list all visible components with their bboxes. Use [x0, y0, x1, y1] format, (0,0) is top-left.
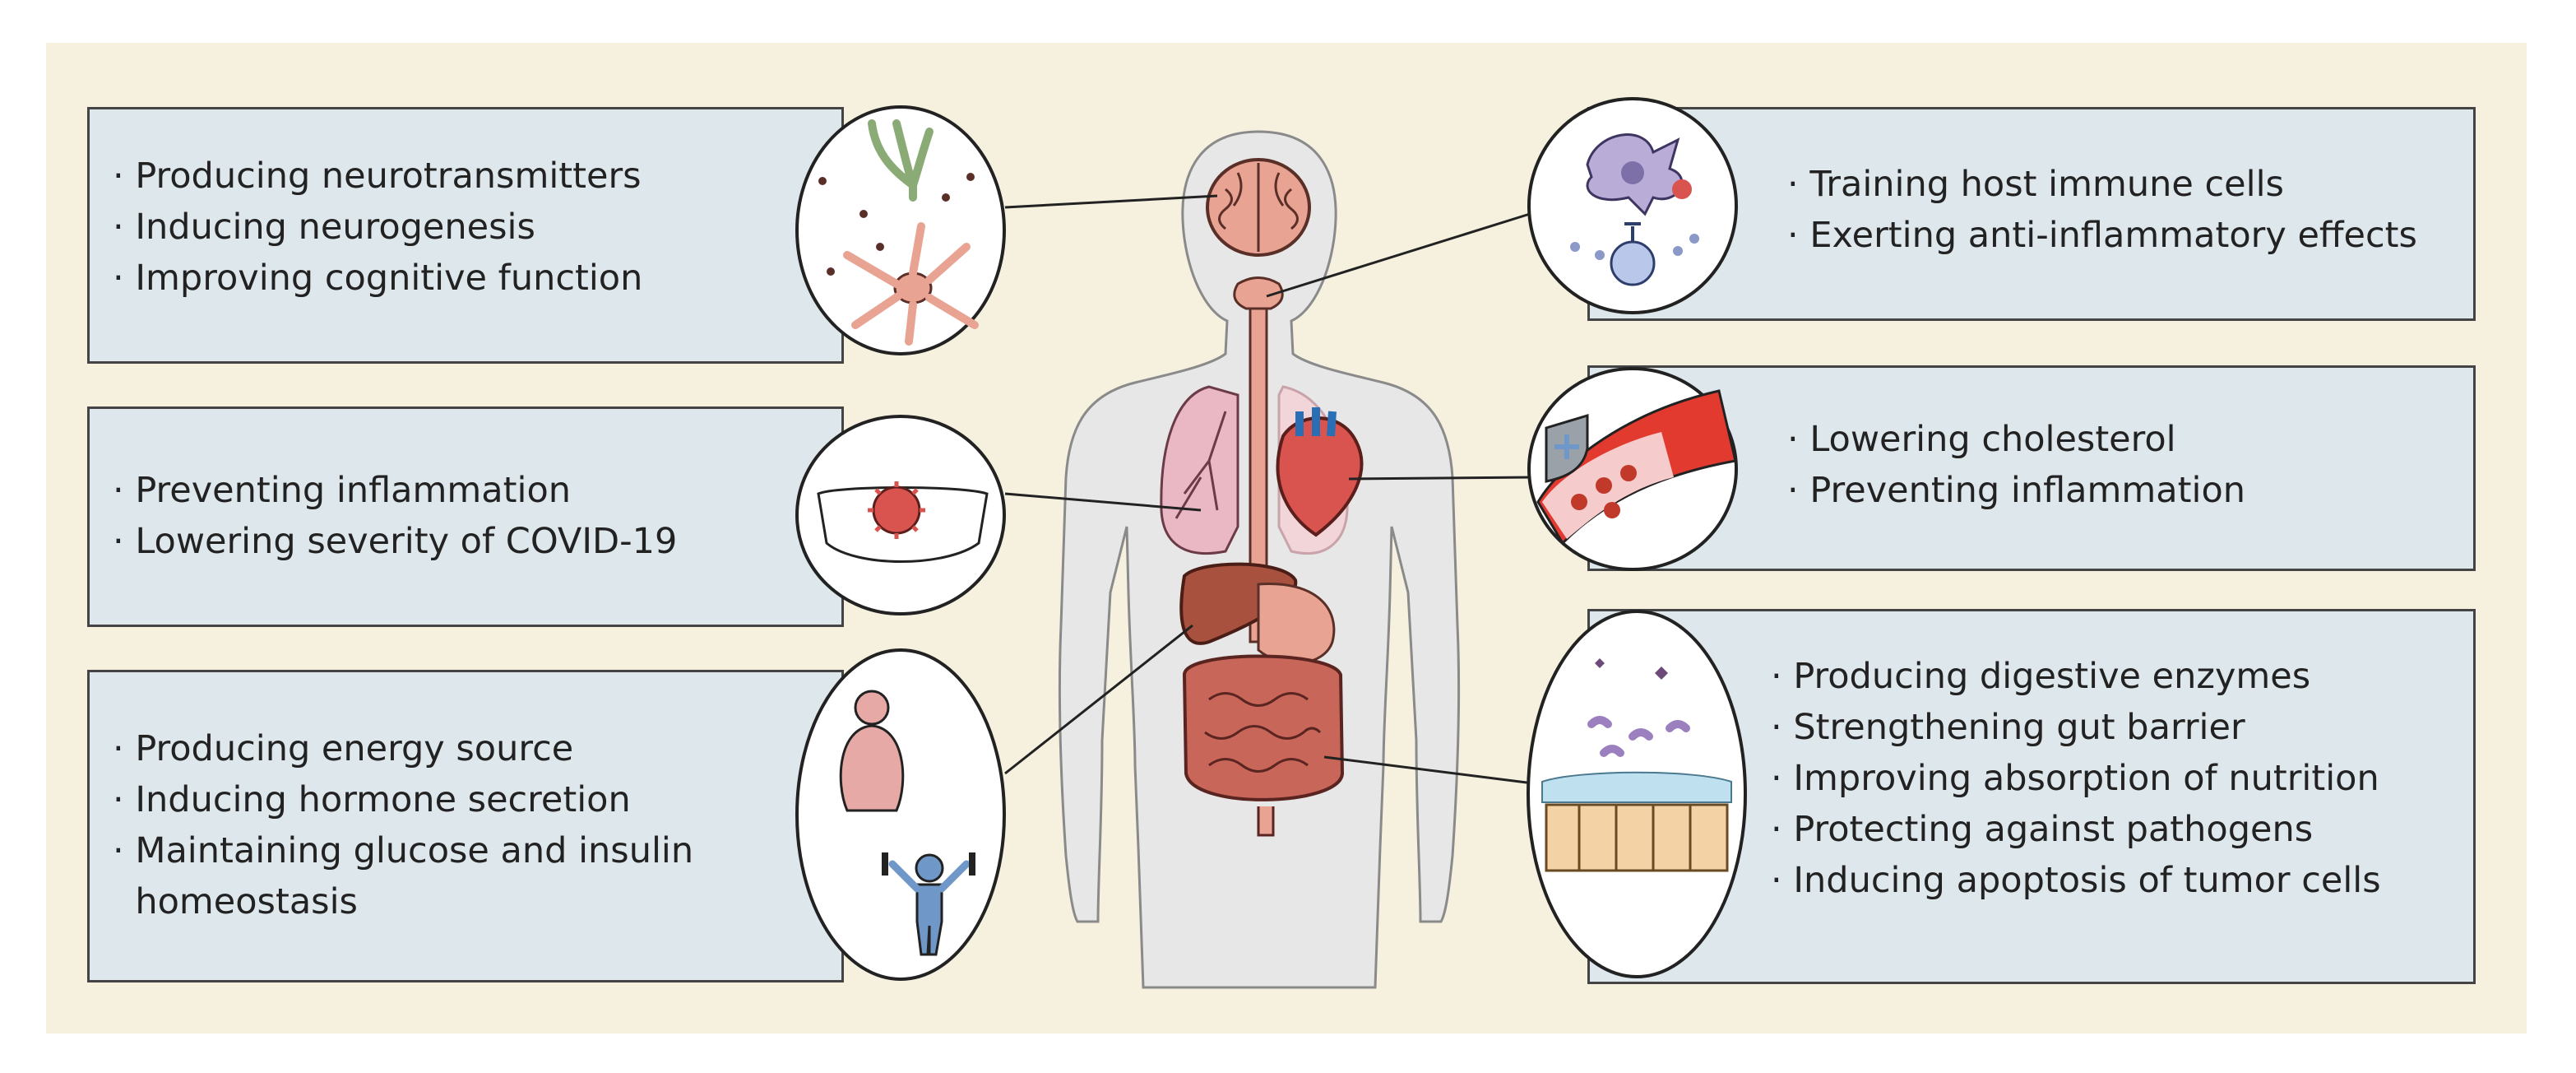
- list-item: Preventing inflammation: [113, 465, 677, 516]
- body-weight-illustration: [795, 648, 1006, 981]
- list-item: Improving cognitive function: [113, 253, 642, 304]
- brain-benefits-list: Producing neurotransmitters Inducing neu…: [113, 151, 642, 304]
- list-item: Lowering severity of COVID-19: [113, 516, 677, 567]
- brain-connector: [1004, 194, 1218, 209]
- list-item: Protecting against pathogens: [1771, 804, 2381, 855]
- brain-benefits-box: Producing neurotransmitters Inducing neu…: [87, 107, 844, 364]
- immune-benefits-list: Training host immune cells Exerting anti…: [1787, 159, 2417, 261]
- metabolism-benefits-list: Producing energy source Inducing hormone…: [113, 723, 693, 927]
- intestine-benefits-list: Producing digestive enzymes Strengthenin…: [1771, 651, 2381, 906]
- intestine-connector: [1323, 755, 1534, 785]
- list-item: Producing energy source: [113, 723, 693, 774]
- immune-cell-illustration: [1527, 97, 1738, 314]
- heart-benefits-list: Lowering cholesterol Preventing inflamma…: [1787, 414, 2245, 516]
- mask-virus-illustration: [795, 415, 1006, 615]
- list-item: Improving absorption of nutrition: [1771, 753, 2381, 804]
- list-item: Inducing neurogenesis: [113, 202, 642, 253]
- list-item: Producing neurotransmitters: [113, 151, 642, 202]
- list-item: Lowering cholesterol: [1787, 414, 2245, 465]
- blood-vessel-illustration: [1527, 367, 1738, 571]
- list-item: Inducing hormone secretion: [113, 774, 693, 825]
- list-item: Producing digestive enzymes: [1771, 651, 2381, 702]
- list-item: homeostasis: [135, 881, 358, 922]
- lungs-benefits-box: Preventing inflammation Lowering severit…: [87, 406, 844, 627]
- list-item: Exerting anti-inflammatory effects: [1787, 210, 2417, 261]
- lung-connector: [1004, 492, 1202, 512]
- metabolism-benefits-box: Producing energy source Inducing hormone…: [87, 670, 844, 982]
- list-item: Preventing inflammation: [1787, 465, 2245, 516]
- lungs-benefits-list: Preventing inflammation Lowering severit…: [113, 465, 677, 567]
- liver-connector: [1004, 624, 1193, 775]
- immune-connector: [1266, 212, 1531, 298]
- list-item: Maintaining glucose and insulin: [113, 825, 693, 876]
- list-item: Training host immune cells: [1787, 159, 2417, 210]
- heart-shape: [1276, 416, 1364, 537]
- neuron-illustration: [795, 105, 1006, 355]
- list-item: Strengthening gut barrier: [1771, 702, 2381, 753]
- heart-connector: [1348, 476, 1534, 481]
- list-item: Inducing apoptosis of tumor cells: [1771, 855, 2380, 906]
- gut-epithelium-illustration: [1527, 610, 1747, 978]
